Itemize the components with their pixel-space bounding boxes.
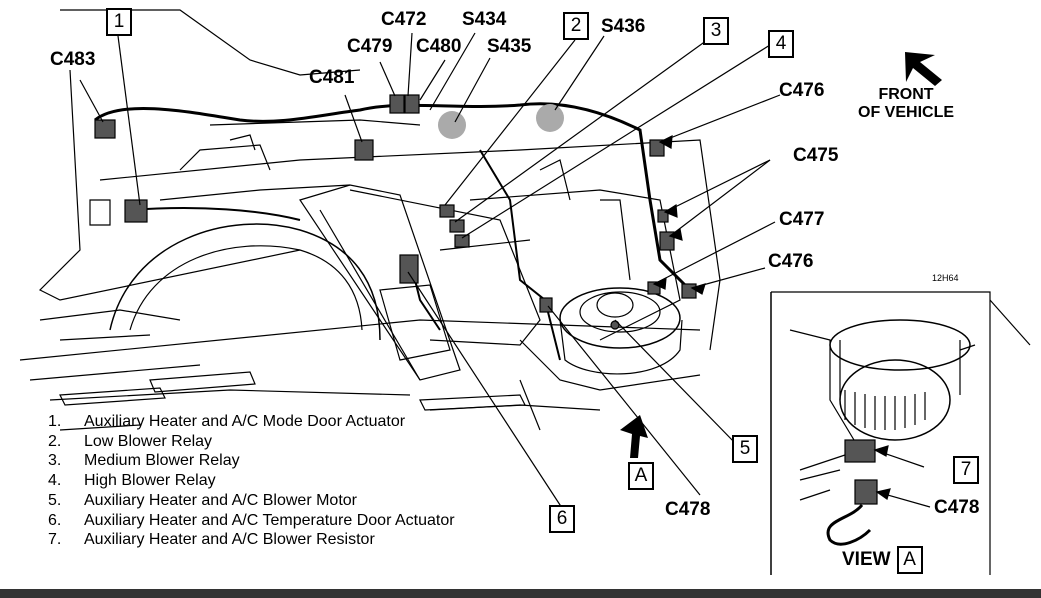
- legend-text: Auxiliary Heater and A/C Blower Motor: [84, 491, 357, 509]
- legend-item: 5. Auxiliary Heater and A/C Blower Motor: [48, 491, 455, 511]
- label-c476-top: C476: [779, 80, 825, 101]
- legend-text: Auxiliary Heater and A/C Temperature Doo…: [84, 511, 455, 529]
- item-number-6: 6: [549, 505, 575, 533]
- legend-item: 3. Medium Blower Relay: [48, 451, 455, 471]
- legend-item: 4. High Blower Relay: [48, 471, 455, 491]
- front-of-vehicle-label: FRONT OF VEHICLE: [858, 86, 954, 123]
- label-c478-main: C478: [665, 499, 711, 520]
- legend: 1. Auxiliary Heater and A/C Mode Door Act…: [48, 412, 455, 550]
- front-line-1: FRONT: [878, 86, 934, 103]
- front-line-2: OF VEHICLE: [858, 104, 955, 122]
- label-c476-bottom: C476: [768, 251, 814, 272]
- label-c480: C480: [416, 36, 462, 57]
- legend-item: 1. Auxiliary Heater and A/C Mode Door Act…: [48, 412, 455, 432]
- view-text: VIEW: [842, 549, 891, 570]
- label-s434: S434: [462, 9, 507, 30]
- figure-code: 12H64: [932, 273, 959, 283]
- view-a-caption: VIEW A: [842, 546, 923, 574]
- label-c475: C475: [793, 145, 839, 166]
- legend-number: 5.: [48, 491, 62, 509]
- legend-number: 4.: [48, 472, 62, 490]
- legend-text: Medium Blower Relay: [84, 452, 240, 470]
- item-number-2: 2: [563, 12, 589, 40]
- label-c477: C477: [779, 209, 825, 230]
- legend-item: 2. Low Blower Relay: [48, 432, 455, 452]
- legend-number: 1.: [48, 413, 62, 430]
- legend-number: 6.: [48, 511, 62, 529]
- legend-number: 3.: [48, 452, 62, 470]
- legend-text: High Blower Relay: [84, 472, 216, 490]
- item-number-4: 4: [768, 30, 794, 58]
- label-c479: C479: [347, 36, 393, 57]
- item-number-1: 1: [106, 8, 132, 36]
- legend-number: 2.: [48, 432, 62, 450]
- bottom-border: [0, 589, 1041, 598]
- view-letter: A: [896, 546, 923, 574]
- label-c472: C472: [381, 9, 427, 30]
- label-s436: S436: [601, 16, 646, 37]
- legend-item: 7. Auxiliary Heater and A/C Blower Resist…: [48, 530, 455, 550]
- label-c481: C481: [309, 67, 355, 88]
- view-a-marker: A: [628, 462, 654, 490]
- legend-text: Low Blower Relay: [84, 432, 213, 450]
- label-c478-view: C478: [934, 497, 980, 518]
- label-s435: S435: [487, 36, 532, 57]
- legend-text: Auxiliary Heater and A/C Blower Resistor: [84, 531, 375, 549]
- item-number-7: 7: [953, 456, 979, 484]
- legend-number: 7.: [48, 531, 62, 549]
- legend-text: Auxiliary Heater and A/C Mode Door Actua…: [84, 413, 406, 430]
- legend-item: 6. Auxiliary Heater and A/C Temperature D…: [48, 511, 455, 531]
- item-number-5: 5: [732, 435, 758, 463]
- label-c483: C483: [50, 49, 96, 70]
- item-number-3: 3: [703, 17, 729, 45]
